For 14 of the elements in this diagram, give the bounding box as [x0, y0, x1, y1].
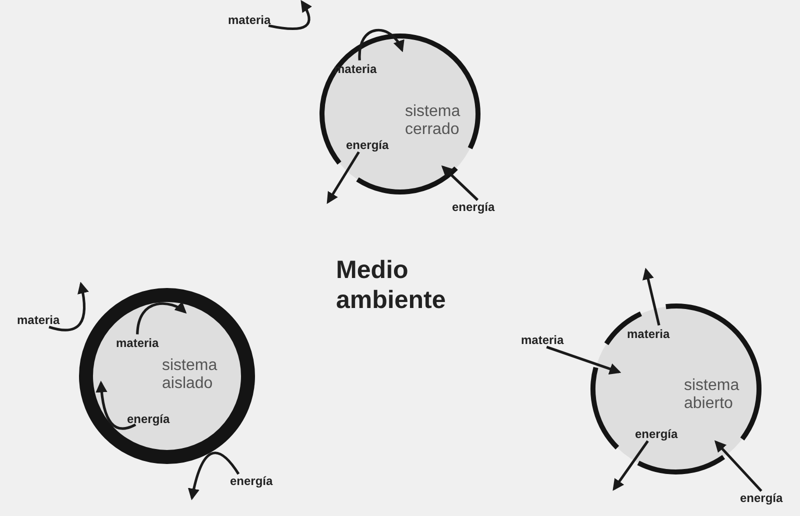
flow-arrow: [48, 282, 89, 332]
flow-arrow: [188, 452, 240, 500]
flow-label: energía: [230, 474, 273, 488]
flow-label: energía: [452, 200, 495, 214]
environment-label: Medio ambiente: [336, 255, 447, 315]
flow-label: energía: [740, 491, 783, 505]
system-name: sistema aislado: [162, 357, 218, 393]
flow-label: materia: [228, 13, 271, 27]
flow-arrow: [136, 302, 187, 334]
flow-label: materia: [521, 333, 564, 347]
flow-label: materia: [17, 313, 60, 327]
flow-arrow: [268, 0, 312, 30]
flow-label: materia: [116, 336, 159, 350]
flow-label: energía: [127, 412, 170, 426]
